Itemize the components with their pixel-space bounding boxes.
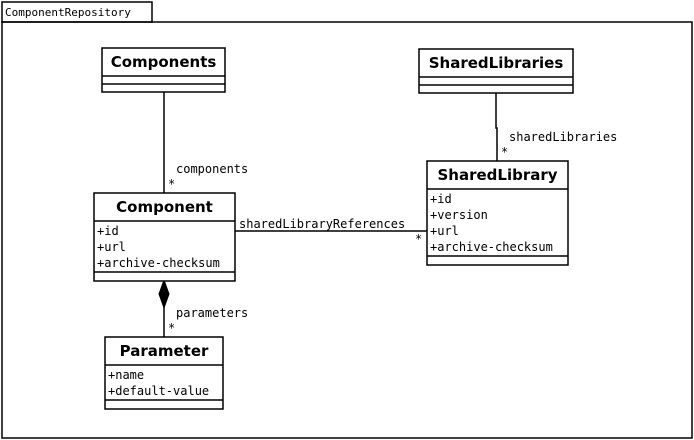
- multiplicity-label-components: *: [168, 177, 175, 191]
- class-attribute: +archive-checksum: [430, 240, 553, 254]
- association-line-shared-libraries: [495, 93, 498, 161]
- class-attribute: +default-value: [108, 384, 209, 398]
- multiplicity-label-parameters: *: [168, 321, 175, 335]
- class-name: Parameter: [120, 342, 209, 360]
- class-box: [93, 192, 236, 282]
- class-name: Components: [111, 53, 217, 71]
- class-parameter[interactable]: Parameter +name +default-value: [104, 336, 224, 410]
- composition-diamond-icon: [158, 278, 170, 310]
- class-attribute: +version: [430, 208, 488, 222]
- role-label-components: components: [176, 162, 248, 176]
- multiplicity-label-shared-library-references: *: [415, 232, 422, 246]
- class-name: Component: [116, 198, 213, 216]
- package-body: [1, 21, 693, 439]
- class-shared-library[interactable]: SharedLibrary +id +version +url +archive…: [426, 160, 569, 266]
- class-attribute: +url: [97, 240, 126, 254]
- multiplicity-label-shared-libraries: *: [501, 145, 508, 159]
- class-box: [426, 160, 569, 266]
- class-component[interactable]: Component +id +url +archive-checksum: [93, 192, 236, 282]
- role-label-shared-library-references: sharedLibraryReferences: [239, 217, 405, 231]
- class-attribute: +id: [430, 192, 452, 206]
- class-box: [104, 336, 224, 410]
- package-name: ComponentRepository: [5, 6, 131, 19]
- class-components[interactable]: Components: [101, 47, 226, 93]
- class-name: SharedLibrary: [437, 166, 557, 184]
- class-attribute: +archive-checksum: [97, 256, 220, 270]
- role-label-parameters: parameters: [176, 306, 248, 320]
- class-shared-libraries[interactable]: SharedLibraries: [418, 48, 574, 94]
- class-attribute: +id: [97, 224, 119, 238]
- class-name: SharedLibraries: [429, 54, 564, 72]
- class-attribute: +name: [108, 368, 144, 382]
- connectors: [163, 92, 498, 337]
- class-attribute: +url: [430, 224, 459, 238]
- role-label-shared-libraries: sharedLibraries: [509, 130, 617, 144]
